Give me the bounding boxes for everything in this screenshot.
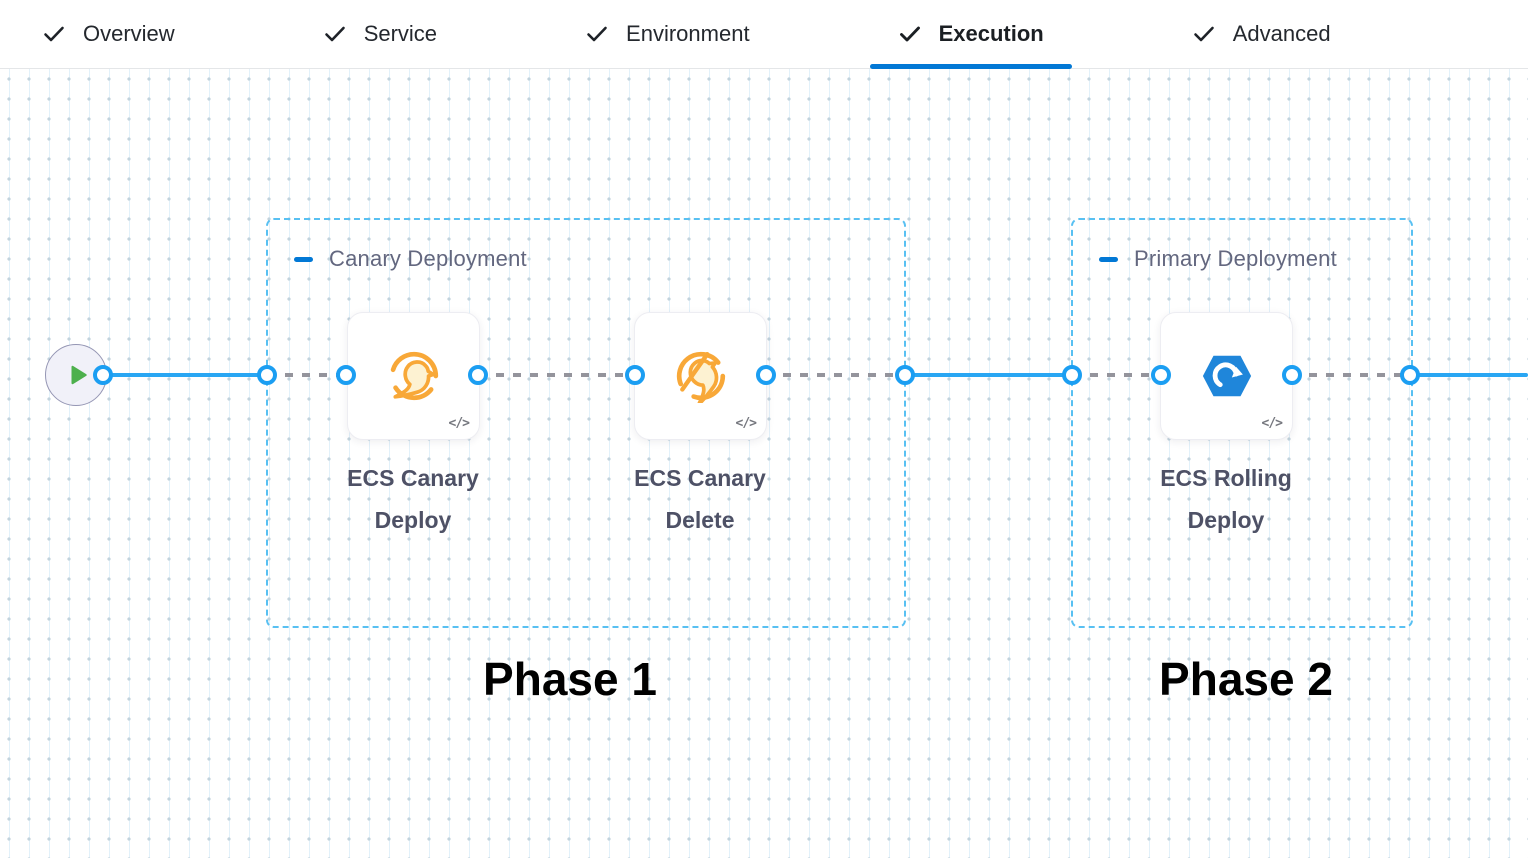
edge-group1-to-group2 <box>903 373 1073 377</box>
edge-dashed-3 <box>766 373 903 377</box>
edge-dashed-4 <box>1073 373 1161 377</box>
stage-tabbar: Overview Service Environment Execution <box>0 0 1528 69</box>
connector-dot <box>1151 365 1171 385</box>
canary-deploy-icon <box>389 351 438 401</box>
code-icon: </> <box>448 416 471 431</box>
edge-group2-to-end <box>1408 373 1528 377</box>
connector-dot <box>625 365 645 385</box>
phase-1-annotation: Phase 1 <box>483 653 657 705</box>
group-label: Canary Deployment <box>329 246 527 271</box>
step-group-canary-deployment[interactable]: Canary Deployment <box>266 218 906 628</box>
tab-overview[interactable]: Overview <box>14 0 203 68</box>
edge-start-to-group1 <box>100 373 268 377</box>
group-header: Primary Deployment <box>1099 246 1337 272</box>
tab-label: Overview <box>83 21 175 46</box>
tab-label: Service <box>363 21 438 46</box>
step-name-label: ECS Canary Delete <box>634 465 766 533</box>
step-ecs-canary-deploy[interactable]: </> <box>347 312 480 440</box>
tab-label: Execution <box>938 21 1044 46</box>
active-tab-underline <box>869 64 1072 69</box>
connector-dot <box>895 365 915 385</box>
step-name-label: ECS Rolling Deploy <box>1160 465 1292 533</box>
step-ecs-canary-delete[interactable]: </> <box>634 312 767 440</box>
tab-service[interactable]: Service <box>295 0 465 68</box>
check-icon <box>587 26 607 42</box>
connector-dot <box>1282 365 1302 385</box>
collapse-minus-icon[interactable] <box>294 256 313 262</box>
connector-dot <box>1062 365 1082 385</box>
check-icon <box>324 26 345 42</box>
edge-dashed-1 <box>268 373 346 377</box>
connector-dot <box>756 365 776 385</box>
connector-dot <box>257 365 277 385</box>
step-group-primary-deployment[interactable]: Primary Deployment <box>1071 218 1413 628</box>
tab-environment[interactable]: Environment <box>557 0 778 68</box>
connector-dot <box>1400 365 1420 385</box>
group-label: Primary Deployment <box>1134 246 1337 271</box>
tab-advanced[interactable]: Advanced <box>1164 0 1359 68</box>
tab-execution[interactable]: Execution <box>869 0 1072 69</box>
collapse-minus-icon[interactable] <box>1099 256 1118 262</box>
execution-graph-canvas[interactable]: Canary Deployment Primary Deployment <box>0 69 1528 858</box>
play-icon <box>71 365 87 385</box>
connector-dot <box>468 365 488 385</box>
step-ecs-rolling-deploy[interactable]: </> <box>1160 312 1293 440</box>
connector-dot <box>336 365 356 385</box>
tab-label: Environment <box>626 21 750 46</box>
edge-dashed-5 <box>1292 373 1408 377</box>
code-icon: </> <box>735 416 758 431</box>
check-icon <box>44 26 64 42</box>
connector-dot <box>93 365 113 385</box>
step-name-label: ECS Canary Deploy <box>347 465 479 533</box>
edge-dashed-2 <box>479 373 635 377</box>
group-header: Canary Deployment <box>294 246 527 272</box>
code-icon: </> <box>1261 416 1284 431</box>
check-icon <box>899 26 920 42</box>
phase-2-annotation: Phase 2 <box>1159 653 1333 705</box>
ecs-rolling-deploy-icon <box>1202 355 1251 397</box>
tab-label: Advanced <box>1232 21 1331 46</box>
check-icon <box>1193 26 1214 42</box>
canary-delete-icon <box>676 351 725 403</box>
